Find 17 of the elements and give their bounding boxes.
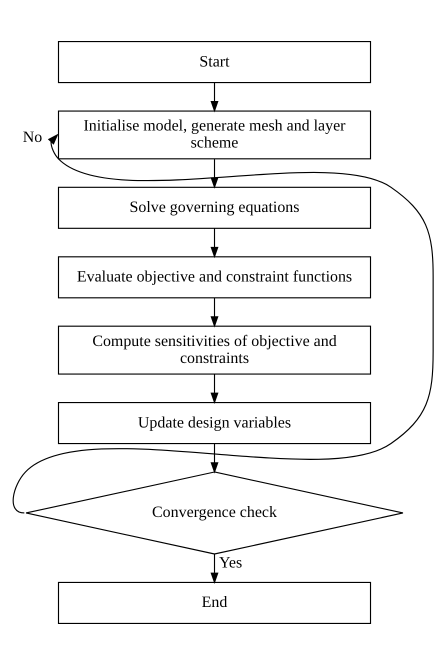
arrow	[210, 298, 218, 328]
arrow	[210, 443, 218, 474]
node-box: Compute sensitivities of objective and constraints	[58, 325, 372, 374]
node-box: Evaluate objective and constraint functions	[58, 256, 372, 298]
arrow	[210, 82, 218, 112]
node-box: End	[58, 581, 372, 624]
node-box: Solve governing equations	[58, 186, 372, 228]
arrow	[12, 133, 434, 513]
node-diamond: Convergence check	[25, 470, 404, 554]
edge-label: No	[22, 128, 42, 146]
node-box: Start	[58, 40, 372, 83]
arrow	[210, 374, 218, 404]
arrow	[210, 228, 218, 258]
arrow	[210, 554, 218, 584]
node-box: Update design variables	[58, 401, 372, 444]
edge-label: Yes	[219, 554, 242, 571]
node-box: Initialise model, generate mesh and layer scheme	[58, 110, 372, 159]
